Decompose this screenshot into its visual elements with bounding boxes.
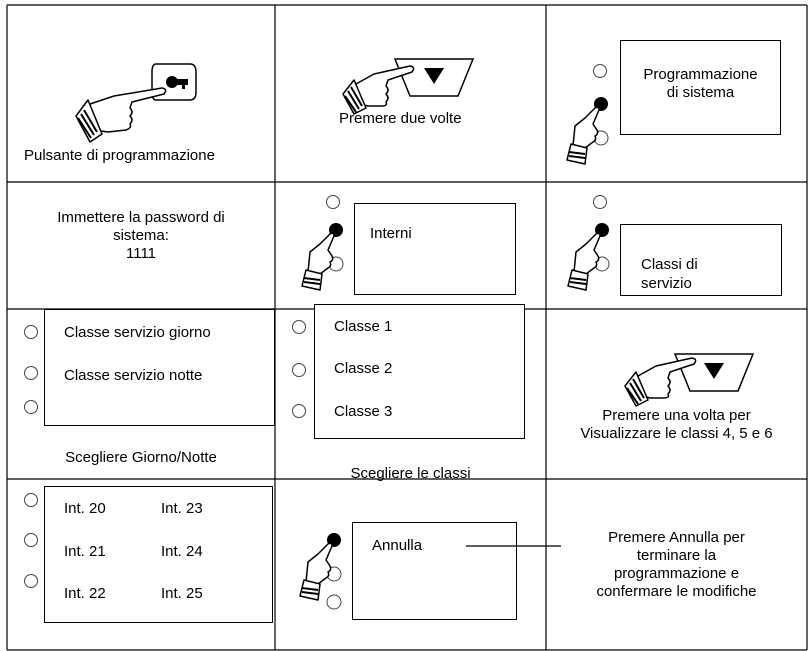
display-line-2: di sistema <box>666 84 735 101</box>
led-2 <box>24 366 38 380</box>
cancel-line-1: Premere Annulla per <box>608 529 745 546</box>
ext-23[interactable]: Int. 23 <box>161 500 203 517</box>
led-3 <box>24 574 38 588</box>
ext-21[interactable]: Int. 21 <box>64 543 106 560</box>
pointing-hand-icon <box>567 223 610 291</box>
led-top <box>593 64 607 78</box>
cancel-line-4: confermare le modifiche <box>596 583 757 600</box>
display-box <box>44 486 273 623</box>
cancel-line-3: programmazione e <box>613 565 740 582</box>
led-1 <box>24 325 38 339</box>
pointing-hand-icon <box>299 533 342 610</box>
display-line-1: Programmazione <box>643 66 758 83</box>
pointing-hand-icon <box>624 357 697 407</box>
led-2 <box>24 533 38 547</box>
password-line-2: sistema: <box>113 227 169 244</box>
led-3 <box>292 404 306 418</box>
password-value: 1111 <box>125 245 157 262</box>
display-text[interactable]: Annulla <box>372 537 423 554</box>
led-top <box>326 195 340 209</box>
display-text: Interni <box>370 225 412 242</box>
led-top <box>593 195 607 209</box>
option-class-1[interactable]: Classe 1 <box>334 318 393 335</box>
press-once-line-1: Premere una volta per <box>602 407 751 424</box>
pointing-hand-icon <box>301 223 344 291</box>
pointing-hand-icon <box>566 97 609 165</box>
cancel-line-2: terminare la <box>636 547 717 564</box>
pointer-line <box>466 545 561 547</box>
display-box <box>352 522 517 620</box>
day-night-caption: Scegliere Giorno/Notte <box>65 449 217 466</box>
display-line-2: servizio <box>641 275 692 292</box>
display-box <box>620 224 782 296</box>
press-twice-caption: Premere due volte <box>339 110 462 127</box>
display-box <box>354 203 516 295</box>
ext-20[interactable]: Int. 20 <box>64 500 106 517</box>
display-box <box>314 304 525 439</box>
pointing-hand-icon <box>342 65 415 115</box>
led-1 <box>24 493 38 507</box>
press-once-line-2: Visualizzare le classi 4, 5 e 6 <box>580 425 773 442</box>
ext-25[interactable]: Int. 25 <box>161 585 203 602</box>
programming-button-caption: Pulsante di programmazione <box>24 147 215 164</box>
display-line-1: Classi di <box>641 256 698 273</box>
ext-22[interactable]: Int. 22 <box>64 585 106 602</box>
option-class-2[interactable]: Classe 2 <box>334 360 393 377</box>
down-arrow-icon[interactable] <box>392 56 476 98</box>
led-2 <box>292 363 306 377</box>
led-1 <box>292 320 306 334</box>
choose-classes-caption: Scegliere le classi <box>350 465 471 482</box>
option-day[interactable]: Classe servizio giorno <box>64 324 211 341</box>
display-box <box>44 309 275 426</box>
ext-24[interactable]: Int. 24 <box>161 543 203 560</box>
option-night[interactable]: Classe servizio notte <box>64 367 203 384</box>
option-class-3[interactable]: Classe 3 <box>334 403 393 420</box>
pointing-hand-icon <box>75 87 167 143</box>
led-3 <box>24 400 38 414</box>
password-line-1: Immettere la password di <box>57 209 225 226</box>
display-box <box>620 40 781 135</box>
